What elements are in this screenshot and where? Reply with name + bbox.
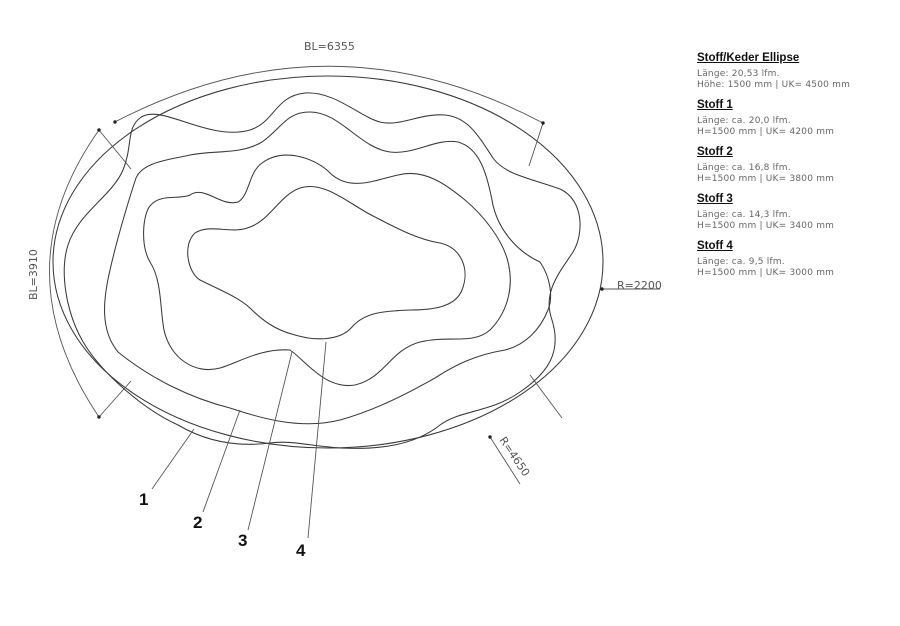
legend-length: Länge: 20,53 lfm. [697, 69, 780, 79]
legend-height: H=1500 mm | UK= 4200 mm [697, 127, 835, 137]
legend-height: H=1500 mm | UK= 3000 mm [697, 268, 835, 278]
dimension-point [97, 128, 101, 132]
fabric-outline-4 [187, 186, 466, 340]
label-2: 2 [193, 513, 202, 532]
dimension-tick-left-bottom [98, 380, 132, 418]
label-4: 4 [296, 541, 306, 560]
dimension-arc-top [114, 65, 544, 124]
dimension-tick-top-right [528, 122, 544, 167]
legend-title: Stoff 4 [697, 240, 733, 252]
legend-length: Länge: ca. 16,8 lfm. [697, 163, 791, 173]
legend-block-stoff-2: Stoff 2 Länge: ca. 16,8 lfm. H=1500 mm |… [697, 145, 897, 185]
legend-height: Höhe: 1500 mm | UK= 4500 mm [697, 80, 851, 90]
legend-block-stoff-3: Stoff 3 Länge: ca. 14,3 lfm. H=1500 mm |… [697, 192, 897, 232]
dimension-point [541, 121, 545, 125]
dimension-bl-left: BL=3910 [27, 249, 40, 300]
dimension-point [488, 435, 492, 439]
legend-block-ellipse: Stoff/Keder Ellipse Länge: 20,53 lfm. Hö… [697, 51, 897, 91]
dimension-r-bottom: R=4650 [497, 434, 533, 478]
legend-title: Stoff 3 [697, 193, 733, 205]
fabric-outline-2 [104, 111, 552, 425]
dimension-point [113, 120, 117, 124]
dimension-tick-bottom-right [529, 374, 563, 419]
leader-line-2 [202, 409, 241, 513]
fabric-outline-1 [63, 92, 581, 449]
outer-ellipse [52, 75, 604, 449]
legend-block-stoff-4: Stoff 4 Länge: ca. 9,5 lfm. H=1500 mm | … [697, 239, 897, 279]
dimension-bl-top: BL=6355 [304, 40, 355, 53]
leader-line-1 [151, 428, 195, 490]
leader-line-3 [247, 351, 293, 531]
dimension-point [600, 287, 604, 291]
legend-length: Länge: ca. 20,0 lfm. [697, 116, 791, 126]
legend-length: Länge: ca. 9,5 lfm. [697, 257, 785, 267]
legend-length: Länge: ca. 14,3 lfm. [697, 210, 791, 220]
legend-title: Stoff 2 [697, 146, 733, 158]
dimension-arc-left [49, 129, 100, 418]
legend-title: Stoff/Keder Ellipse [697, 52, 800, 64]
legend-height: H=1500 mm | UK= 3800 mm [697, 174, 835, 184]
label-1: 1 [139, 490, 148, 509]
radius-leader-bottom [489, 436, 521, 485]
legend-title: Stoff 1 [697, 99, 733, 111]
specification-legend: Stoff/Keder Ellipse Länge: 20,53 lfm. Hö… [697, 51, 897, 286]
leader-line-4 [307, 341, 327, 539]
dimension-point [97, 415, 101, 419]
fabric-outline-3 [143, 154, 511, 387]
legend-block-stoff-1: Stoff 1 Länge: ca. 20,0 lfm. H=1500 mm |… [697, 98, 897, 138]
dimension-r-right: R=2200 [617, 279, 662, 292]
legend-height: H=1500 mm | UK= 3400 mm [697, 221, 835, 231]
label-3: 3 [238, 531, 247, 550]
